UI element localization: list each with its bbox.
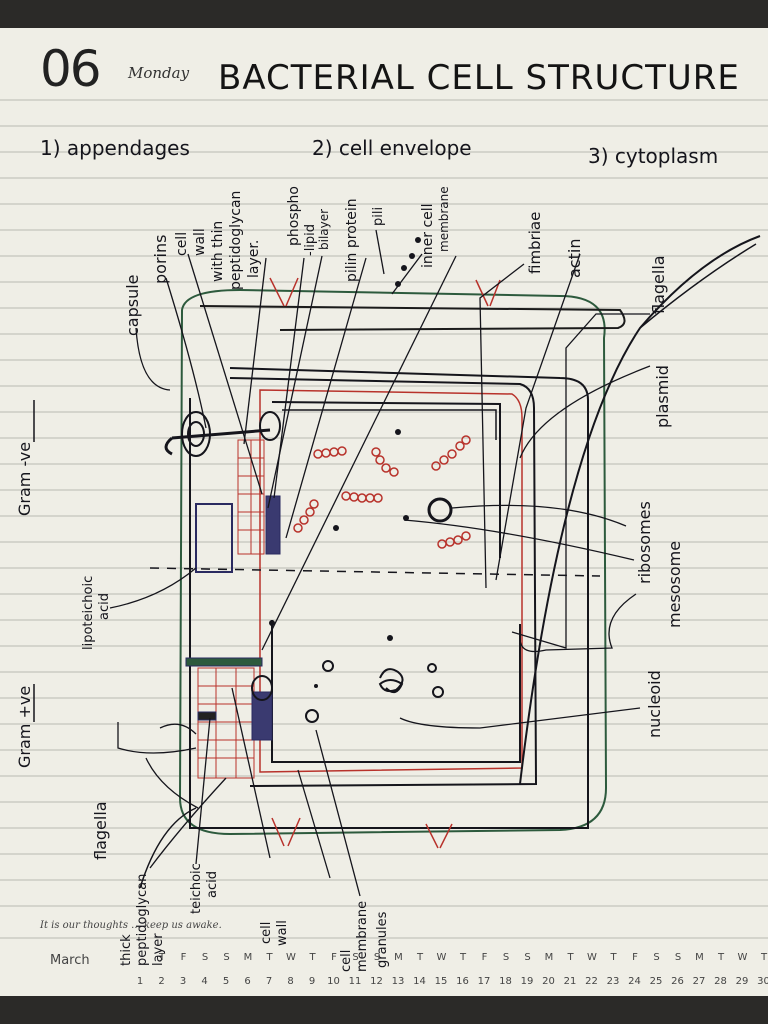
- calendar-weekday: S: [524, 952, 530, 963]
- calendar-weekday: W: [286, 952, 296, 963]
- calendar-day: 23: [607, 976, 620, 987]
- calendar-day: 27: [693, 976, 706, 987]
- calendar-weekday: M: [695, 952, 704, 963]
- calendar-weekday: W: [738, 952, 748, 963]
- calendar-weekday: F: [331, 952, 337, 963]
- calendar-day: 9: [309, 976, 315, 987]
- calendar-day: 4: [201, 976, 207, 987]
- calendar-day: 1: [137, 976, 143, 987]
- calendar-day: 14: [413, 976, 426, 987]
- calendar-day: 21: [564, 976, 577, 987]
- calendar-day: 12: [370, 976, 383, 987]
- calendar-weekday: M: [545, 952, 554, 963]
- calendar-weekday: S: [503, 952, 509, 963]
- calendar-weekday: W: [437, 952, 447, 963]
- calendar-day: 22: [585, 976, 598, 987]
- calendar-day: 30: [757, 976, 768, 987]
- calendar-day: 26: [671, 976, 684, 987]
- calendar-weekday: W: [587, 952, 597, 963]
- calendar-day: 3: [180, 976, 186, 987]
- calendar-day: 2: [158, 976, 164, 987]
- calendar-day: 16: [456, 976, 469, 987]
- calendar-weekday: M: [244, 952, 253, 963]
- calendar-day: 20: [542, 976, 555, 987]
- calendar-day: 15: [435, 976, 448, 987]
- calendar-day: 18: [499, 976, 512, 987]
- calendar-day: 8: [287, 976, 293, 987]
- notebook-page: 06 Monday BACTERIAL CELL STRUCTURE 1) ap…: [0, 28, 768, 996]
- calendar-weekday: T: [459, 952, 467, 963]
- calendar-day: 6: [244, 976, 250, 987]
- calendar-weekday: T: [760, 952, 768, 963]
- calendar-weekday: S: [352, 952, 358, 963]
- calendar-weekday: S: [202, 952, 208, 963]
- calendar-weekday: T: [717, 952, 725, 963]
- calendar-weekday: T: [265, 952, 273, 963]
- calendar-weekday: T: [609, 952, 617, 963]
- calendar-day: 17: [478, 976, 491, 987]
- calendar-weekday: T: [158, 952, 166, 963]
- calendar-weekday: F: [181, 952, 187, 963]
- calendar-day: 25: [650, 976, 663, 987]
- calendar-weekday: S: [374, 952, 380, 963]
- calendar-day: 28: [714, 976, 727, 987]
- calendar-weekday: F: [632, 952, 638, 963]
- calendar-weekday: T: [416, 952, 424, 963]
- calendar-day: 29: [736, 976, 749, 987]
- calendar-weekday: S: [675, 952, 681, 963]
- calendar-weekday: F: [482, 952, 488, 963]
- calendar-day: 7: [266, 976, 272, 987]
- calendar-weekday: T: [566, 952, 574, 963]
- calendar-day: 19: [521, 976, 534, 987]
- calendar-weekday: T: [308, 952, 316, 963]
- calendar-day: 5: [223, 976, 229, 987]
- calendar-day: 11: [349, 976, 362, 987]
- calendar-day: 24: [628, 976, 641, 987]
- calendar-weekday: M: [394, 952, 403, 963]
- calendar-day: 10: [327, 976, 340, 987]
- calendar-day: 13: [392, 976, 405, 987]
- calendar-weekday: S: [653, 952, 659, 963]
- calendar-weekday: S: [223, 952, 229, 963]
